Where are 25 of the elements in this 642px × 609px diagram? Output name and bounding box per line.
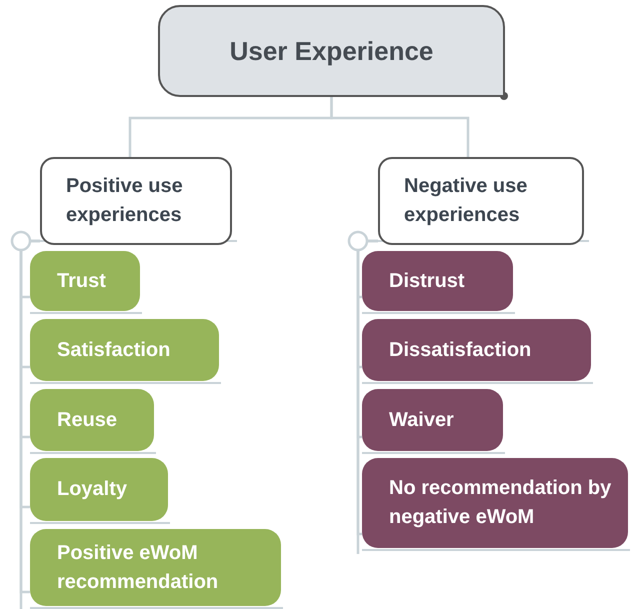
negative-item-box xyxy=(362,251,513,311)
box-label: Distrust xyxy=(389,268,465,294)
positive-item-box xyxy=(30,251,140,311)
box-label: Satisfaction xyxy=(57,338,170,362)
positive-item-box xyxy=(30,319,219,381)
box-label: Negative use experiences xyxy=(404,174,528,228)
box-label: Loyalty xyxy=(57,477,128,502)
box-label: Trust xyxy=(57,268,106,294)
box-label: Waiver xyxy=(389,408,454,432)
category-box xyxy=(40,157,232,245)
negative-item-box xyxy=(362,319,591,381)
box-label: Reuse xyxy=(57,408,118,432)
negative-item-box xyxy=(362,458,628,548)
box-label: No recommendation by negative eWoM xyxy=(389,476,612,530)
tree-connector xyxy=(330,97,470,157)
positive-item-box xyxy=(30,389,154,451)
box-label: Positive use experiences xyxy=(66,174,184,228)
negative-item-box xyxy=(362,389,503,451)
positive-item-box xyxy=(30,529,281,606)
positive-item-box xyxy=(30,458,168,521)
category-box xyxy=(378,157,584,245)
root-box xyxy=(158,5,505,97)
box-label: Positive eWoM recommendation xyxy=(57,540,220,594)
box-label: User Experience xyxy=(230,36,434,66)
box-label: Dissatisfaction xyxy=(389,338,532,362)
